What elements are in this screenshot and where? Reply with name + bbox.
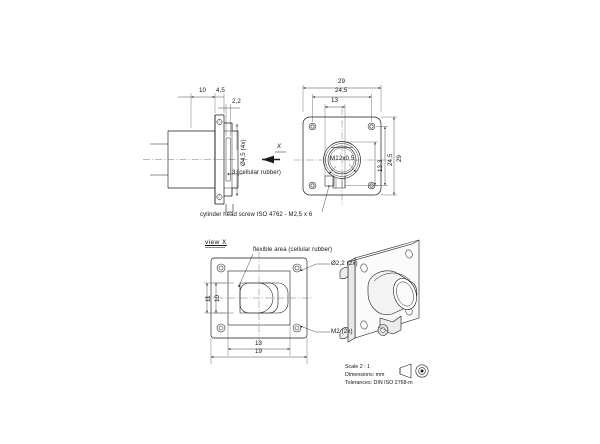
scale-text: Scale 2 : 1 — [345, 364, 371, 370]
front-dim-24-5-top: 24,5 — [335, 87, 348, 94]
view-x-dim-13: 13 — [255, 340, 263, 347]
side-hole-callout: Ø4,5 (4x) — [240, 139, 247, 166]
title-block: Scale 2 : 1 Dimensions: mm Tolerances: D… — [345, 363, 413, 388]
view-x-hole-callout: Ø2,2 (2x) — [331, 260, 358, 267]
front-dim-13-top: 13 — [331, 97, 339, 104]
isometric-view — [339, 239, 420, 343]
screw-note: cylinder head screw ISO 4762 - M2,5 x 6 — [200, 212, 313, 218]
front-dim-29-right: 29 — [396, 154, 403, 162]
front-dim-13-3-right: 13,3 — [377, 159, 384, 172]
side-dim-2-2: 2,2 — [232, 98, 241, 105]
section-arrow-label-x: X — [277, 143, 282, 150]
view-x-drawing — [204, 247, 330, 364]
dimensions-text: Dimensions: mm — [345, 372, 385, 379]
side-dim-10: 10 — [199, 87, 207, 94]
front-dim-29-top: 29 — [338, 78, 346, 85]
view-x-dim-19: 19 — [255, 348, 263, 355]
view-x-dim-11: 11 — [205, 295, 212, 302]
front-dim-24-5-right: 24,5 — [387, 153, 394, 166]
cellular-rubber-note: 3 (cellular rubber) — [232, 170, 281, 176]
tolerances-text: Tolerances: DIN ISO 2768-m — [345, 380, 413, 387]
front-view — [294, 85, 397, 213]
view-x-thread-callout: M2 (2x) — [331, 328, 353, 335]
thread-callout-m12: M12x0,5 — [330, 155, 355, 162]
view-x-dim-10: 10 — [214, 294, 221, 302]
first-angle-projection-symbol — [399, 363, 429, 379]
side-dim-4-5: 4,5 — [216, 87, 225, 94]
view-x-title: view X — [205, 239, 227, 246]
flexible-area-note: flexible area (cellular rubber) — [253, 247, 333, 253]
side-section-view — [143, 93, 286, 213]
